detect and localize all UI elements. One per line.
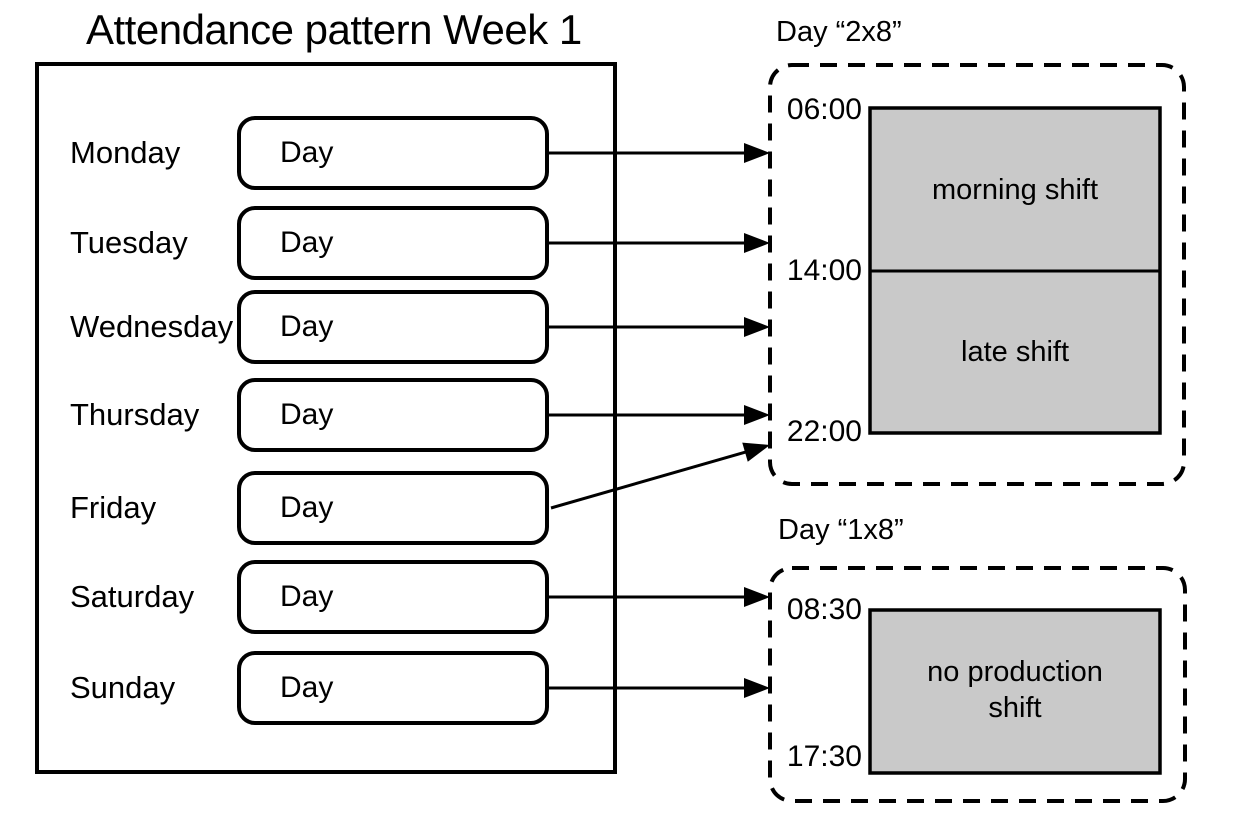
arrow-head-thursday (744, 405, 770, 425)
shift-label-no-production: no production shift (927, 655, 1103, 724)
day-label-thursday: Thursday (70, 397, 200, 432)
day-node-saturday: Day (237, 560, 549, 634)
day-node-label: Day (280, 491, 334, 524)
arrow-head-saturday (744, 587, 770, 607)
time-label-1730: 17:30 (786, 740, 862, 773)
time-label-2200: 22:00 (786, 415, 862, 448)
day-label-friday: Friday (70, 490, 157, 525)
arrow-head-friday (742, 442, 770, 462)
day-node-label: Day (280, 226, 334, 259)
pattern-1x8-label: Day “1x8” (778, 514, 904, 546)
week-box (35, 62, 617, 774)
shift-block-1x8 (868, 608, 1162, 775)
arrow-head-monday (744, 143, 770, 163)
day-node-thursday: Day (237, 378, 549, 452)
arrow-head-wednesday (744, 317, 770, 337)
day-label-monday: Monday (70, 135, 181, 170)
day-label-sunday: Sunday (70, 670, 176, 705)
day-label-saturday: Saturday (70, 579, 195, 614)
pattern-2x8-label: Day “2x8” (776, 16, 902, 48)
arrow-head-sunday (744, 678, 770, 698)
time-label-0830: 08:30 (786, 593, 862, 626)
day-node-friday: Day (237, 471, 549, 545)
day-node-label: Day (280, 310, 334, 343)
time-label-1400: 14:00 (786, 254, 862, 287)
arrow-head-tuesday (744, 233, 770, 253)
pattern-2x8-box (768, 63, 1186, 486)
day-label-wednesday: Wednesday (70, 309, 234, 344)
arrow-line-friday (550, 449, 752, 510)
shift-label-morning: morning shift (931, 173, 1098, 206)
day-node-label: Day (280, 580, 334, 613)
diagram-title: Attendance pattern Week 1 (86, 6, 582, 53)
day-node-label: Day (280, 398, 334, 431)
day-node-label: Day (280, 671, 334, 704)
day-node-wednesday: Day (237, 290, 549, 364)
day-node-monday: Day (237, 116, 549, 190)
shift-label-late: late shift (961, 335, 1069, 368)
day-node-sunday: Day (237, 651, 549, 725)
day-label-tuesday: Tuesday (70, 225, 188, 260)
pattern-1x8-box (768, 566, 1187, 803)
day-node-tuesday: Day (237, 206, 549, 280)
day-node-label: Day (280, 136, 334, 169)
time-label-0600: 06:00 (786, 93, 862, 126)
